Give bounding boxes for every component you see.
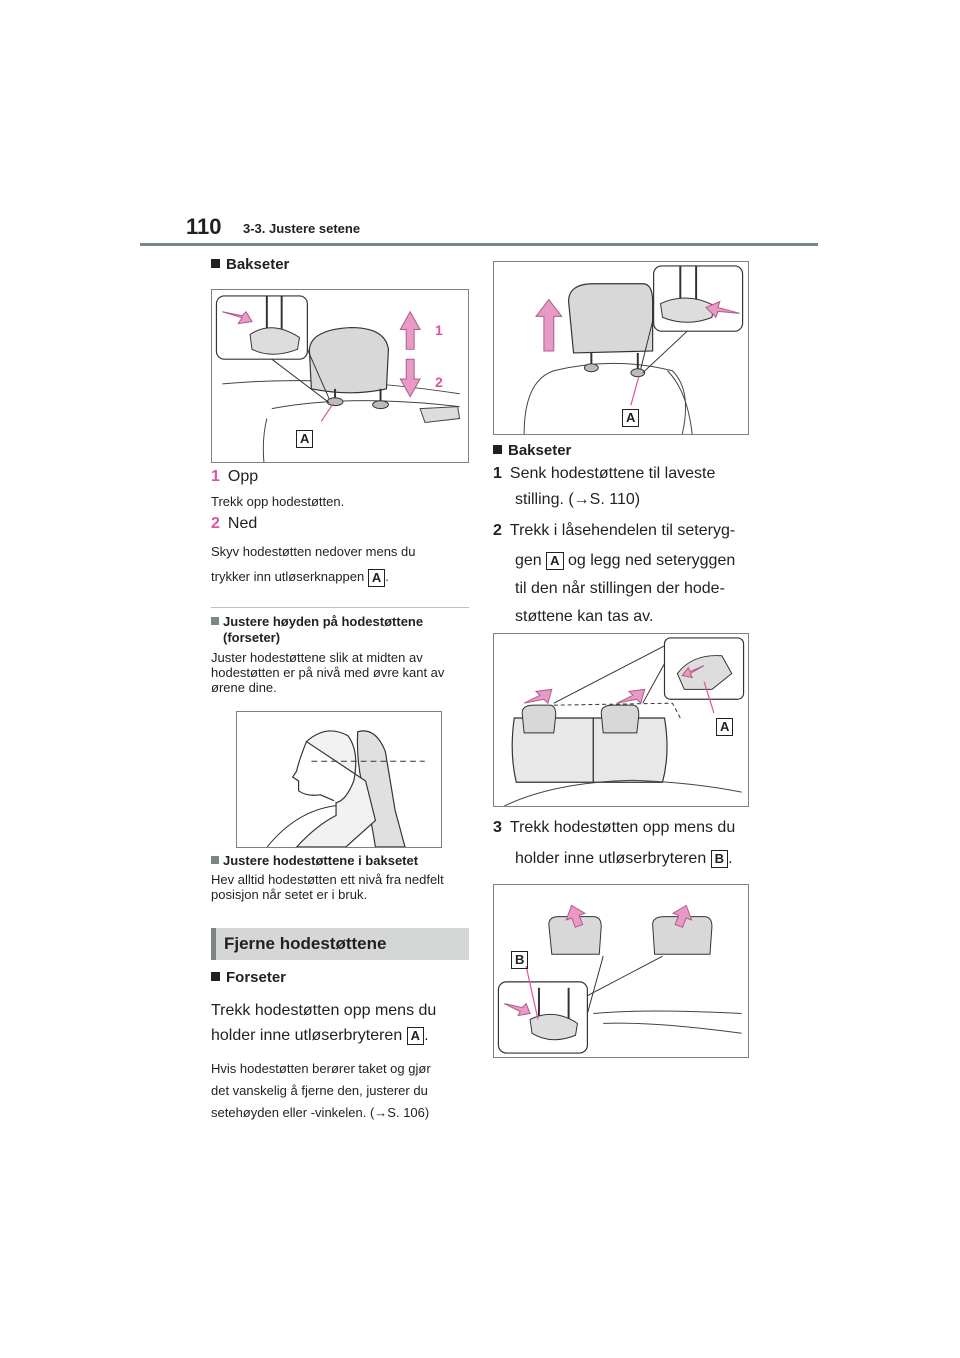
right-step-3-line2: holder inne utløserbryteren B.	[515, 845, 733, 873]
subtext-line1: Juster hodestøttene slik at midten av	[211, 650, 423, 665]
step-text: Trekk hodestøtten opp mens du	[509, 819, 736, 836]
bakseter-heading-left: Bakseter	[211, 256, 289, 273]
right-step-2-line2: gen A og legg ned seteryggen	[515, 547, 735, 575]
step-text: Trekk i låsehendelen til seteryg-	[509, 522, 736, 539]
box-label-a: A	[546, 551, 564, 570]
right-step-3: 3 Trekk hodestøtten opp mens du	[493, 814, 735, 842]
seatback-fold-illustration	[504, 637, 745, 806]
section-title: 3-3. Justere setene	[243, 221, 361, 236]
figure-label-a: A	[622, 409, 640, 427]
square-bullet-icon	[211, 259, 220, 268]
body-tail: .	[424, 1027, 429, 1044]
body-text: holder inne utløserbryteren	[211, 1027, 403, 1044]
forseter-note: Hvis hodestøtten berører taket og gjør d…	[211, 1058, 473, 1124]
note-line2: det vanskelig å fjerne den, justerer du	[211, 1083, 428, 1098]
figure-label-a: A	[296, 430, 314, 448]
rear-headrest-illustration	[215, 295, 461, 462]
section-title-text: Fjerne hodestøttene	[224, 934, 387, 953]
subheading-text: Justere hodestøttene i baksetet	[223, 853, 419, 868]
step-number: 2	[211, 515, 220, 532]
step-text: og legg ned seteryggen	[568, 552, 736, 569]
heading-text: Forseter	[226, 969, 287, 986]
step-number: 1	[493, 465, 502, 482]
figure-rear-headrest-remove: B	[493, 884, 749, 1058]
forseter-subtext: Juster hodestøttene slik at midten av ho…	[211, 650, 471, 695]
page-number: 110	[186, 214, 222, 239]
step-number: 2	[493, 522, 502, 539]
step-number: 1	[211, 468, 220, 485]
right-step-1-line2: stilling. (→S. 110)	[515, 491, 641, 508]
step-text: gen	[515, 552, 542, 569]
section-bar-remove-headrests: Fjerne hodestøttene	[211, 928, 469, 960]
heading-text: Bakseter	[508, 442, 572, 459]
step-label: Ned	[227, 515, 258, 532]
note-text: trykker inn utløserknappen	[211, 569, 365, 584]
subheading-line2: (forseter)	[223, 630, 281, 645]
step-2-note-line2: trykker inn utløserknappen A.	[211, 566, 389, 588]
header-rule	[140, 243, 818, 246]
subheading-line1: Justere høyden på hodestøttene	[223, 614, 424, 629]
right-step-2-line4: støttene kan tas av.	[515, 608, 654, 625]
right-step-1: 1 Senk hodestøttene til laveste	[493, 460, 715, 488]
step-1-up: 1 Opp	[211, 463, 258, 491]
subtext-line2: hodestøtten er på nivå med øvre kant av	[211, 665, 445, 680]
step-text: holder inne utløserbryteren	[515, 850, 707, 867]
figure-rear-headrest-adjust: A 1 2	[211, 289, 469, 463]
subtext-line1: Hev alltid hodestøtten ett nivå fra nedf…	[211, 872, 444, 887]
bakseter-heading-right: Bakseter	[493, 442, 571, 459]
note-tail: .	[385, 569, 389, 584]
baksetet-subtext: Hev alltid hodestøtten ett nivå fra nedf…	[211, 872, 473, 902]
square-bullet-icon	[211, 972, 220, 981]
head-profile-illustration	[266, 730, 425, 847]
front-headrest-illustration	[523, 265, 744, 434]
forseter-line2: holder inne utløserbryteren A.	[211, 1022, 429, 1050]
figure-head-position	[236, 711, 442, 848]
step-tail: .	[728, 850, 733, 867]
figure-front-headrest-remove: A	[493, 261, 749, 435]
box-label-b: B	[710, 849, 729, 868]
figure-label-a: A	[716, 718, 734, 736]
step-number: 3	[493, 819, 502, 836]
baksetet-subheading: Justere hodestøttene i baksetet	[211, 853, 418, 869]
step-1-note: Trekk opp hodestøtten.	[211, 494, 345, 509]
note-line1: Hvis hodestøtten berører taket og gjør	[211, 1061, 431, 1076]
step-label: Opp	[227, 468, 259, 485]
step-text: Senk hodestøttene til laveste	[509, 465, 716, 482]
figure-rear-seatback-fold: A	[493, 633, 749, 807]
square-bullet-icon	[493, 445, 502, 454]
forseter-line1: Trekk hodestøtten opp mens du	[211, 1002, 437, 1019]
gray-square-icon	[211, 856, 219, 864]
forseter-subheading: Justere høyden på hodestøttene (forseter…	[211, 614, 469, 646]
figure-label-b: B	[511, 951, 529, 969]
heading-text: Bakseter	[226, 256, 290, 273]
box-label-a: A	[406, 1026, 425, 1045]
note-line3: setehøyden eller -vinkelen. (→S. 106)	[211, 1105, 430, 1120]
box-label-a: A	[367, 568, 386, 587]
figure-label-2: 2	[435, 374, 443, 390]
rear-headrest-remove-illustration	[497, 904, 742, 1054]
forseter-heading: Forseter	[211, 969, 286, 986]
right-step-2: 2 Trekk i låsehendelen til seteryg-	[493, 517, 735, 545]
right-step-2-line3: til den når stillingen der hode-	[515, 580, 725, 597]
step-2-note-line1: Skyv hodestøtten nedover mens du	[211, 544, 416, 559]
gray-square-icon	[211, 617, 219, 625]
figure-label-1: 1	[435, 322, 443, 338]
subtext-line3: ørene dine.	[211, 680, 277, 695]
divider	[211, 607, 469, 608]
subtext-line2: posisjon når setet er i bruk.	[211, 887, 368, 902]
step-2-down: 2 Ned	[211, 510, 257, 538]
